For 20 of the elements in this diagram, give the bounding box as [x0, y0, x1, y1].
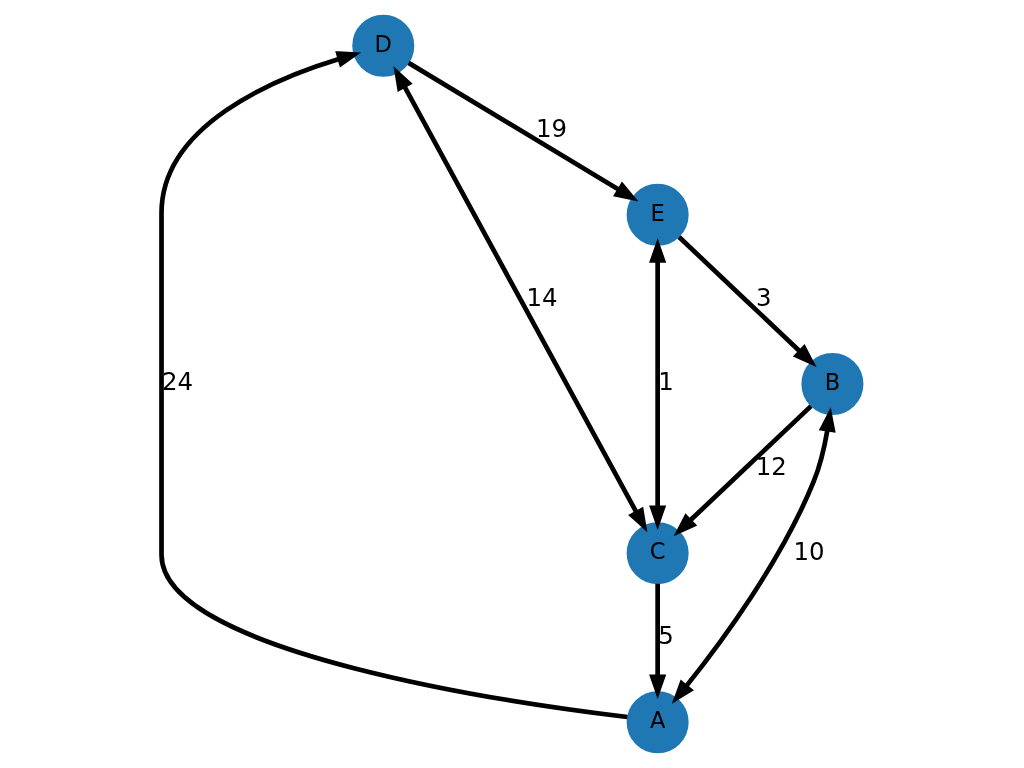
- edge-label: 12: [755, 451, 787, 481]
- edge-label: 1: [658, 367, 674, 397]
- arrow: [649, 238, 667, 530]
- arrow: [677, 235, 817, 368]
- edge-label: 3: [756, 282, 772, 312]
- node-circle: C: [626, 522, 689, 585]
- edge-label: 19: [535, 113, 567, 143]
- edge-label: 14: [526, 282, 558, 312]
- arrow: [407, 60, 639, 202]
- arrow: [159, 51, 628, 720]
- node-circle: E: [626, 183, 689, 246]
- arrow: [673, 404, 813, 537]
- node-circle: D: [352, 14, 415, 77]
- arrow: [649, 583, 667, 700]
- arrow: [393, 66, 648, 533]
- node-circle: B: [801, 353, 864, 415]
- edge-label: 5: [658, 621, 674, 651]
- edge-label: 10: [793, 536, 825, 566]
- node-circle: A: [626, 691, 689, 754]
- arrow: [671, 407, 836, 704]
